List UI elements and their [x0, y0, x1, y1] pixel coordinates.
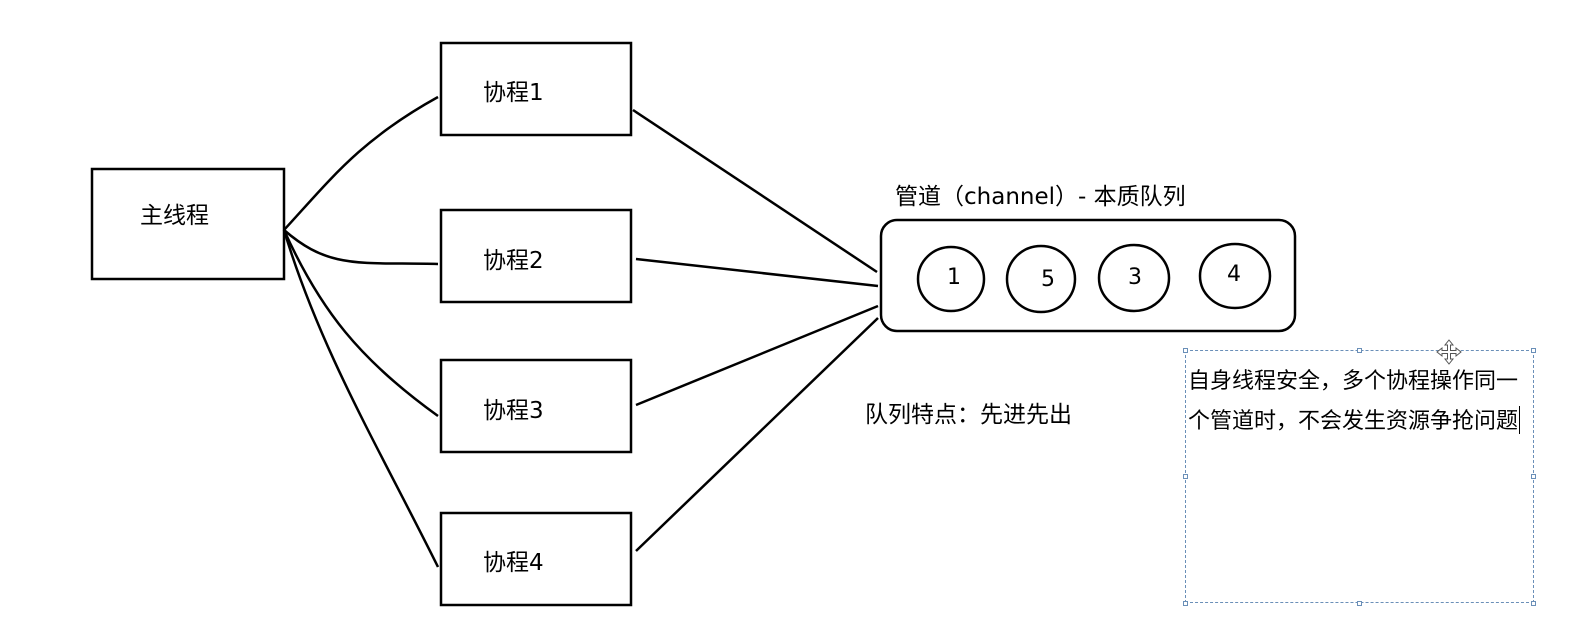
queue-item-1-label: 1	[947, 265, 961, 290]
text-box-content[interactable]: 自身线程安全，多个协程操作同一个管道时，不会发生资源争抢问题	[1188, 362, 1533, 442]
queue-item-3-circle	[1097, 243, 1171, 313]
queue-item-4-circle	[1198, 242, 1272, 310]
connector-main-coroutine-4	[282, 229, 440, 568]
connector-coroutine-3-channel	[635, 304, 879, 407]
resize-handle-middle-left[interactable]	[1183, 474, 1188, 479]
resize-handle-bottom-right[interactable]	[1531, 601, 1536, 606]
queue-item-2-label: 5	[1041, 267, 1055, 292]
queue-item-3-label: 3	[1128, 265, 1142, 290]
connector-main-coroutine-2	[283, 229, 439, 266]
connector-coroutine-1-channel	[632, 108, 878, 274]
connector-main-coroutine-1	[283, 95, 439, 231]
resize-handle-top-center[interactable]	[1357, 348, 1362, 353]
coroutine-1-box	[439, 41, 633, 137]
queue-item-4-label: 4	[1227, 262, 1241, 287]
resize-handle-bottom-center[interactable]	[1357, 601, 1362, 606]
resize-handle-bottom-left[interactable]	[1183, 601, 1188, 606]
coroutine-3-label: 协程3	[483, 398, 544, 424]
text-box-text: 自身线程安全，多个协程操作同一个管道时，不会发生资源争抢问题	[1188, 369, 1519, 434]
resize-handle-top-right[interactable]	[1531, 348, 1536, 353]
resize-handle-top-left[interactable]	[1183, 348, 1188, 353]
connector-coroutine-4-channel	[635, 317, 879, 552]
coroutine-2-box	[439, 208, 633, 304]
connector-main-coroutine-3	[282, 229, 439, 418]
coroutine-3-box	[439, 358, 633, 454]
move-cursor-icon[interactable]	[1436, 339, 1462, 365]
coroutine-4-box	[439, 511, 633, 607]
connector-coroutine-2-channel	[635, 257, 879, 288]
text-cursor	[1519, 406, 1521, 434]
coroutine-1-label: 协程1	[483, 80, 544, 106]
main-thread-box	[90, 167, 286, 281]
resize-handle-middle-right[interactable]	[1531, 474, 1536, 479]
queue-item-1-circle	[916, 245, 986, 313]
main-thread-label: 主线程	[140, 203, 209, 229]
coroutine-4-label: 协程4	[483, 550, 544, 576]
channel-box	[879, 218, 1297, 333]
queue-feature-note: 队列特点：先进先出	[865, 402, 1072, 428]
channel-title: 管道（channel）- 本质队列	[895, 184, 1186, 210]
coroutine-2-label: 协程2	[483, 248, 544, 274]
queue-item-2-circle	[1005, 244, 1077, 314]
